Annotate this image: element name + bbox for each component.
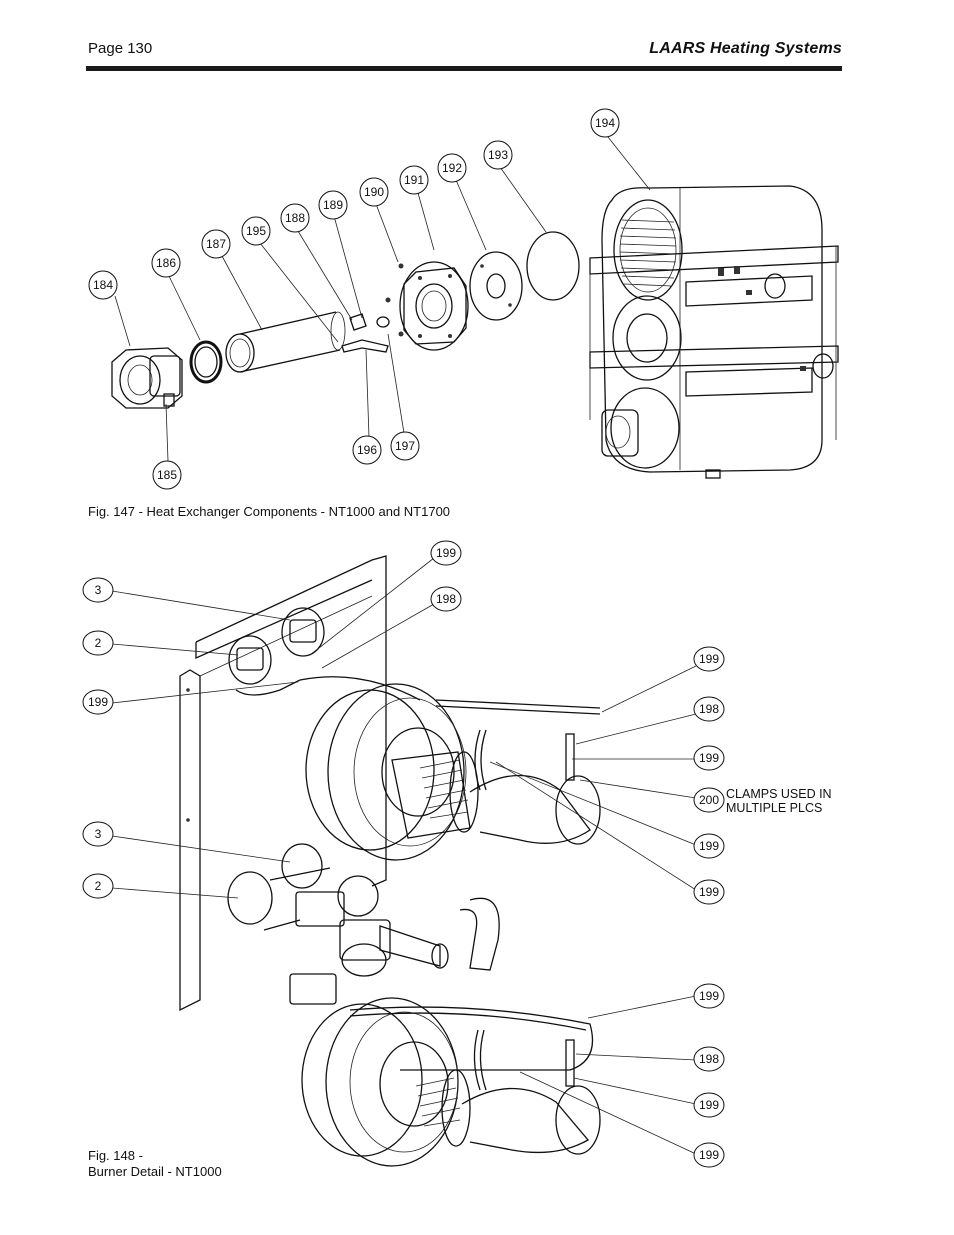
svg-text:2: 2	[95, 636, 102, 650]
callout-3-upper: 3	[82, 577, 114, 603]
svg-text:198: 198	[436, 592, 456, 606]
callout-189: 189	[318, 190, 348, 220]
clamps-note: CLAMPS USED IN MULTIPLE PLCS	[726, 787, 832, 815]
callout-199-r2: 199	[693, 745, 725, 771]
gasket-192	[469, 251, 523, 321]
heat-exchanger-drawing	[589, 185, 839, 479]
svg-text:190: 190	[364, 185, 384, 199]
svg-text:188: 188	[285, 211, 305, 225]
svg-text:3: 3	[95, 827, 102, 841]
svg-text:196: 196	[357, 443, 377, 457]
svg-text:199: 199	[436, 546, 456, 560]
svg-text:198: 198	[699, 702, 719, 716]
callout-197: 197	[390, 431, 420, 461]
callout-199-r6: 199	[693, 1092, 725, 1118]
svg-text:193: 193	[488, 148, 508, 162]
svg-text:189: 189	[323, 198, 343, 212]
svg-text:184: 184	[93, 278, 113, 292]
figure-148-caption: Fig. 148 - Burner Detail - NT1000	[88, 1148, 222, 1180]
callout-2-lower: 2	[82, 873, 114, 899]
callout-194: 194	[590, 108, 620, 138]
leader-lines-148	[111, 557, 697, 1155]
svg-text:195: 195	[246, 224, 266, 238]
callout-184: 184	[88, 270, 118, 300]
svg-text:194: 194	[595, 116, 615, 130]
burner-assembly-drawing	[179, 555, 601, 1167]
callout-199-r1: 199	[693, 646, 725, 672]
callout-192: 192	[437, 153, 467, 183]
svg-text:187: 187	[206, 237, 226, 251]
callout-187: 187	[201, 229, 231, 259]
svg-text:192: 192	[442, 161, 462, 175]
combustion-tube-187	[225, 311, 346, 373]
brand-title: LAARS Heating Systems	[649, 40, 842, 57]
svg-text:200: 200	[699, 793, 719, 807]
callout-190: 190	[359, 177, 389, 207]
callout-198-r1: 198	[693, 696, 725, 722]
svg-text:199: 199	[699, 989, 719, 1003]
header-rule	[86, 66, 842, 71]
svg-text:3: 3	[95, 583, 102, 597]
callout-199-r7: 199	[693, 1142, 725, 1168]
svg-text:199: 199	[699, 1098, 719, 1112]
burner-flange-191	[399, 261, 469, 351]
page-number: Page 130	[88, 40, 153, 57]
blower-flange-184	[111, 347, 183, 409]
callout-3-lower: 3	[82, 821, 114, 847]
svg-text:199: 199	[699, 652, 719, 666]
callout-200: 200	[693, 787, 725, 813]
svg-text:197: 197	[395, 439, 415, 453]
svg-text:199: 199	[699, 839, 719, 853]
figure-147-caption: Fig. 147 - Heat Exchanger Components - N…	[88, 504, 451, 519]
svg-text:199: 199	[88, 695, 108, 709]
callout-188: 188	[280, 203, 310, 233]
leader-lines-147	[114, 136, 651, 462]
callout-2-upper: 2	[82, 630, 114, 656]
callout-199-r4: 199	[693, 879, 725, 905]
callout-191: 191	[399, 165, 429, 195]
callout-186: 186	[151, 248, 181, 278]
svg-text:199: 199	[699, 751, 719, 765]
cover-plate-193	[526, 231, 580, 301]
callout-185: 185	[152, 460, 182, 490]
figure-148-caption-line2: Burner Detail - NT1000	[88, 1164, 222, 1179]
callout-199-left: 199	[82, 689, 114, 715]
svg-text:198: 198	[699, 1052, 719, 1066]
callout-193: 193	[483, 140, 513, 170]
callout-195: 195	[241, 216, 271, 246]
svg-text:2: 2	[95, 879, 102, 893]
callout-198-r2: 198	[693, 1046, 725, 1072]
callout-198-top: 198	[430, 586, 462, 612]
svg-text:MULTIPLE PLCS: MULTIPLE PLCS	[726, 801, 822, 815]
figure-148-caption-line1: Fig. 148 -	[88, 1148, 143, 1163]
svg-text:199: 199	[699, 1148, 719, 1162]
svg-text:199: 199	[699, 885, 719, 899]
callout-196: 196	[352, 435, 382, 465]
callout-199-top: 199	[430, 540, 462, 566]
svg-text:CLAMPS USED IN: CLAMPS USED IN	[726, 787, 832, 801]
svg-text:186: 186	[156, 256, 176, 270]
svg-text:185: 185	[157, 468, 177, 482]
callout-199-r3: 199	[693, 833, 725, 859]
callout-199-r5: 199	[693, 983, 725, 1009]
svg-text:191: 191	[404, 173, 424, 187]
